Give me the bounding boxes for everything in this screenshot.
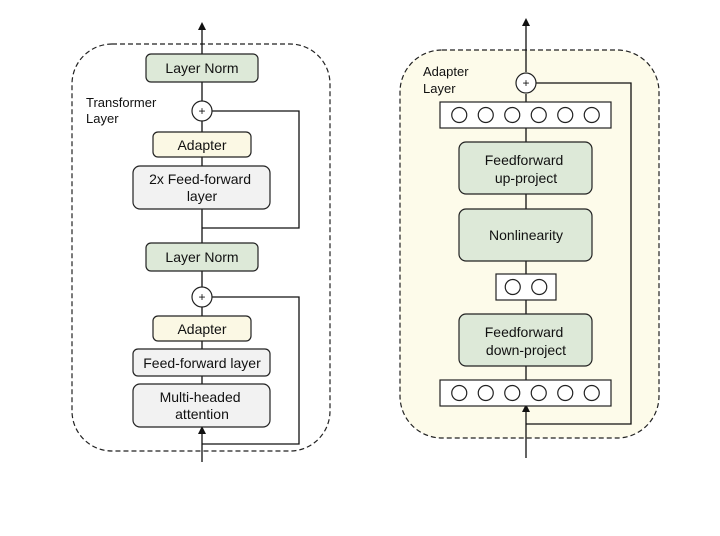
skip-connection-bottom: [202, 296, 300, 445]
adapter-top-box: Adapter: [152, 131, 252, 158]
neuron: [477, 106, 494, 124]
adapter-layer-title: Adapter Layer: [423, 64, 472, 96]
neuron: [583, 106, 600, 124]
svg-text:Adapter: Adapter: [177, 321, 226, 337]
svg-text:2x Feed-forward layer: 2x Feed-forward layer: [149, 171, 255, 204]
adapter-add-node: +: [515, 72, 537, 94]
feed-forward-layer-box: Feed-forward layer: [132, 348, 271, 377]
svg-text:+: +: [198, 290, 205, 304]
svg-text:Nonlinearity: Nonlinearity: [489, 227, 563, 243]
adapter-bottom-box: Adapter: [152, 315, 252, 342]
neuron: [504, 384, 521, 402]
neuron: [530, 384, 547, 402]
layer-norm-top-box: Layer Norm: [145, 53, 259, 83]
feedforward-up-project-box: Feedforward up-project: [458, 141, 593, 195]
transformer-layer-panel: Transformer Layer Layer Norm + Adapter: [71, 22, 331, 462]
svg-text:Layer Norm: Layer Norm: [165, 60, 238, 76]
input-neuron-row: [439, 379, 612, 407]
svg-text:Multi-headed attention: Multi-headed attention: [160, 389, 245, 422]
svg-text:Feedforward up-project: Feedforward up-project: [485, 152, 567, 186]
neuron: [504, 106, 521, 124]
neuron: [557, 106, 574, 124]
output-neuron-row: [439, 101, 612, 129]
neuron: [531, 278, 548, 296]
svg-text:Feed-forward layer: Feed-forward layer: [143, 355, 261, 371]
neuron: [451, 384, 468, 402]
neuron: [504, 278, 521, 296]
add-node-top: +: [191, 100, 213, 122]
neuron: [583, 384, 600, 402]
transformer-layer-title: Transformer Layer: [86, 95, 160, 126]
adapter-layer-panel: Adapter Layer + Feedforward up-project: [399, 18, 660, 458]
neuron: [530, 106, 547, 124]
svg-text:Feedforward down-proje: Feedforward down-project: [485, 324, 567, 358]
svg-text:Layer Norm: Layer Norm: [165, 249, 238, 265]
skip-connection-top: [202, 110, 300, 229]
add-node-bottom: +: [191, 286, 213, 308]
multi-headed-attention-box: Multi-headed attention: [132, 383, 271, 428]
nonlinearity-box: Nonlinearity: [458, 208, 593, 262]
svg-text:Adapter: Adapter: [177, 137, 226, 153]
layer-norm-mid-box: Layer Norm: [145, 242, 259, 272]
neuron: [557, 384, 574, 402]
neuron: [477, 384, 494, 402]
svg-text:+: +: [522, 76, 529, 90]
svg-text:+: +: [198, 104, 205, 118]
neuron: [451, 106, 468, 124]
bottleneck-neuron-row: [495, 273, 557, 301]
adapter-skip-connection: [526, 82, 632, 425]
feed-forward-2x-box: 2x Feed-forward layer: [132, 165, 271, 210]
feedforward-down-project-box: Feedforward down-project: [458, 313, 593, 367]
